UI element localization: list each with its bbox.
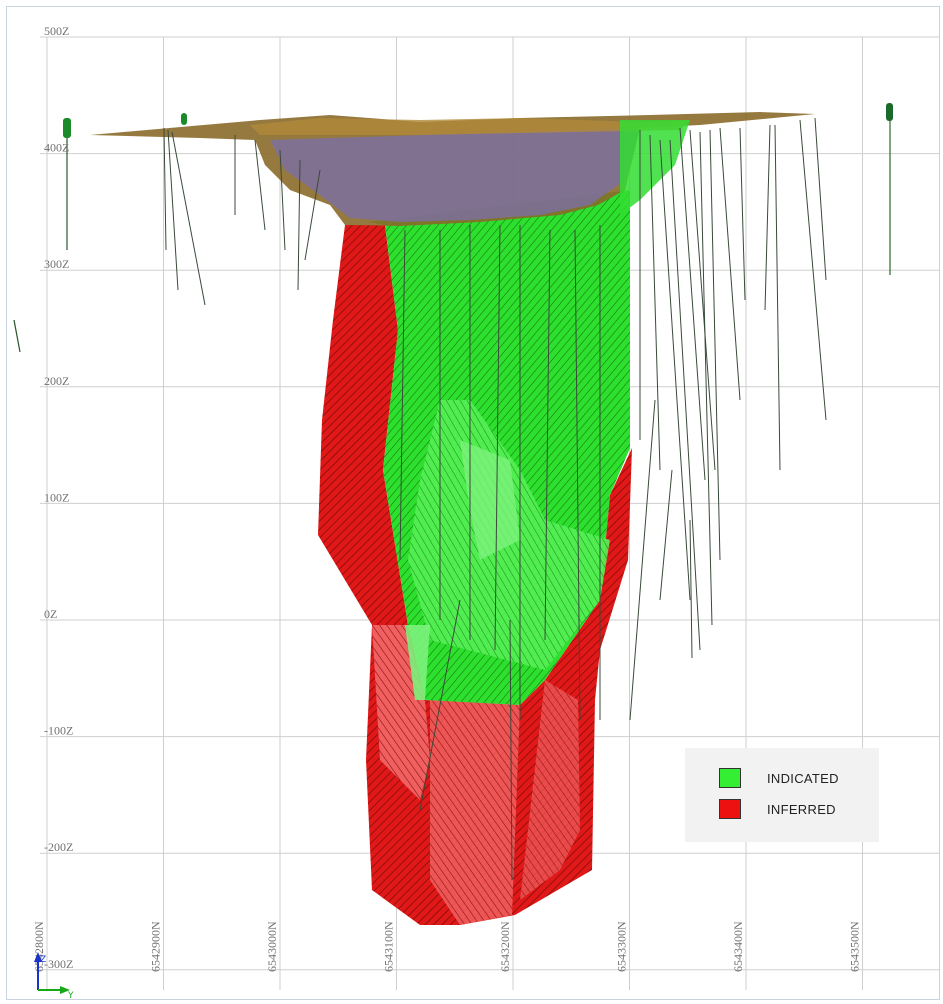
drillhole-trace [574,229,581,721]
indicated-resource-solid [368,190,630,705]
drillhole-trace [649,134,661,471]
drillhole-trace [304,169,321,261]
northing-label: 6542900N [149,921,163,972]
drillhole-traces [163,117,827,881]
elevation-label: 200Z [44,374,69,388]
drillhole-trace [629,399,656,721]
northing-label: 6543000N [265,921,279,972]
northing-label: 6543100N [382,921,396,972]
drillhole-trace [297,159,301,291]
drillhole-trace [509,619,513,881]
legend-item-indicated: INDICATED [719,767,839,789]
axis-triad-z-label: Z [40,955,46,965]
elevation-label: 0Z [44,607,57,621]
drillhole-collars [13,103,893,353]
legend: INDICATED INFERRED [685,748,879,842]
northing-label: 6543300N [615,921,629,972]
elevation-label: 400Z [44,141,69,155]
northing-label: 6543500N [848,921,862,972]
drillhole-trace [679,127,706,481]
drillhole-trace [279,149,286,251]
drillhole-trace [419,599,461,811]
legend-label-indicated: INDICATED [767,770,839,786]
drillhole-trace [544,229,551,641]
legend-item-inferred: INFERRED [719,798,836,820]
drillhole-trace [799,119,827,421]
elevation-label: -100Z [44,724,73,738]
indicated-swatch [719,768,741,788]
drillhole-trace [659,139,691,601]
drillhole-trace [764,124,771,311]
drillhole-trace [171,131,206,306]
inferred-swatch [719,799,741,819]
elevation-label: -300Z [44,957,73,971]
topography-surface [90,112,815,226]
elevation-label: 500Z [44,24,69,38]
drillhole-trace [719,127,741,401]
drillhole-trace [774,124,781,471]
drillhole-trace [669,139,701,651]
drillhole-trace [689,519,693,659]
legend-label-inferred: INFERRED [767,801,836,817]
elevation-label: 300Z [44,257,69,271]
axis-triad: Z Y [34,952,74,1001]
drillhole-trace [167,129,179,291]
northing-label: 6543200N [498,921,512,972]
northing-label: 6543400N [731,921,745,972]
drillhole-trace [254,139,266,231]
drillhole-trace [699,131,713,626]
drillhole-trace [659,469,673,601]
drillhole-trace [163,127,167,251]
drillhole-trace [814,117,827,281]
drillhole-trace [399,229,406,561]
elevation-label: -200Z [44,840,73,854]
drillhole-trace [709,129,721,561]
drillhole-trace [739,127,746,301]
drillhole-trace [494,224,501,651]
elevation-label: 100Z [44,490,69,504]
drillhole-trace [689,129,716,471]
axis-triad-y-label: Y [67,991,74,1001]
elevation-axis-labels: 500Z 400Z 300Z 200Z 100Z 0Z -100Z -200Z -300Z [44,24,73,971]
